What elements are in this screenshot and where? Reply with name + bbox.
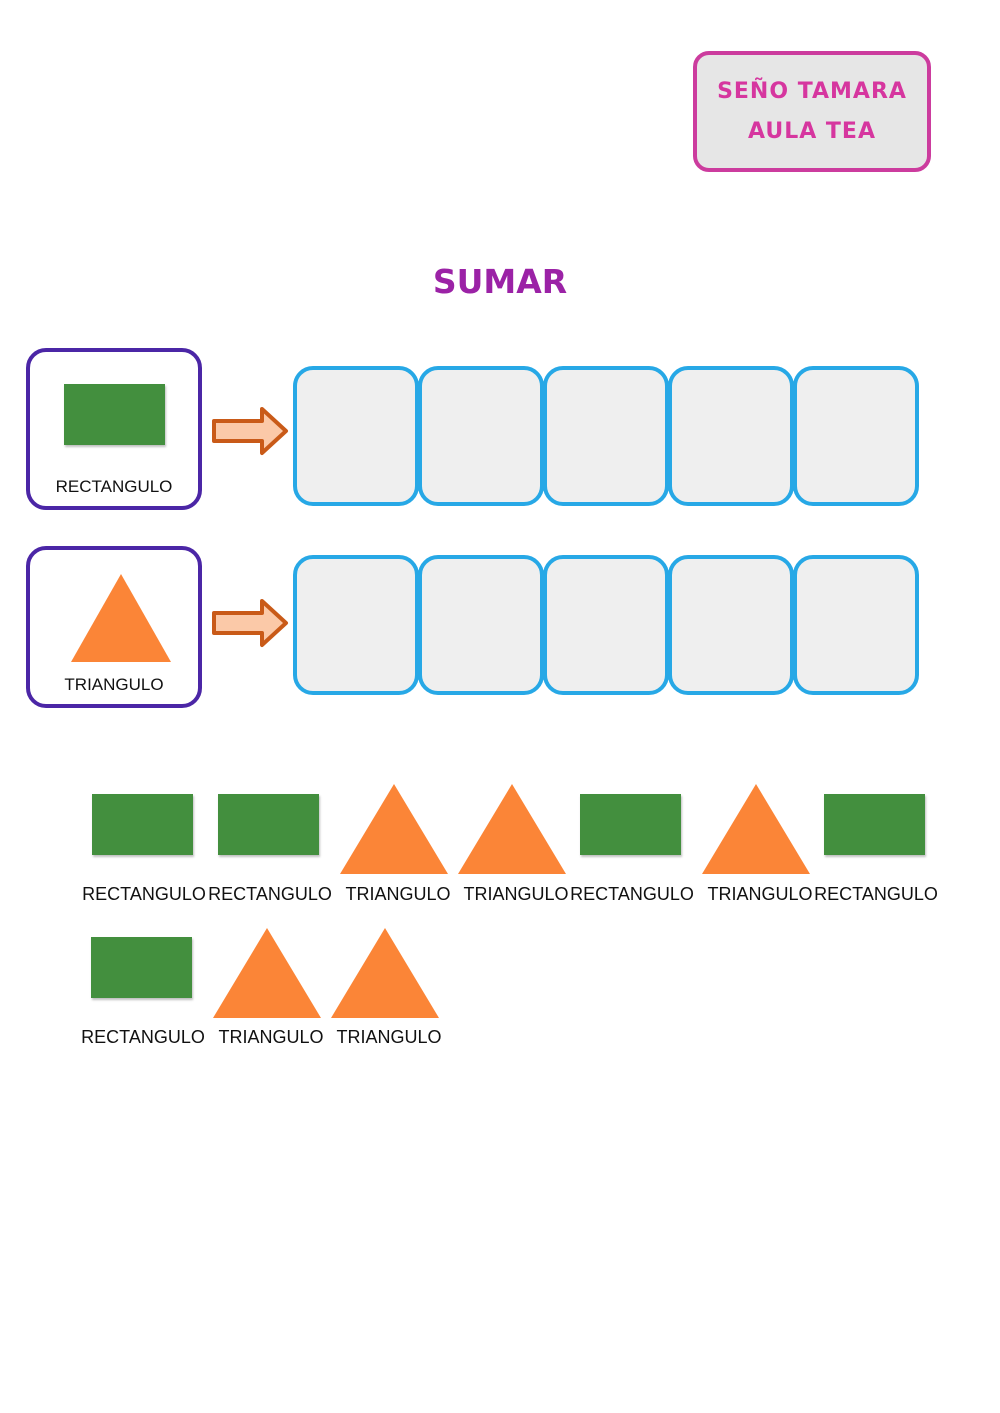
triangle-shape: [71, 574, 171, 662]
drop-slot[interactable]: [543, 366, 669, 506]
piece-label: TRIANGULO: [218, 1027, 324, 1047]
drop-slot[interactable]: [293, 366, 419, 506]
drop-slot[interactable]: [668, 366, 794, 506]
piece-label: RECTANGULO: [814, 884, 938, 904]
rectangle-shape: [580, 794, 681, 855]
arrow-right-icon: [212, 407, 288, 455]
drop-slot[interactable]: [418, 366, 544, 506]
piece-label: RECTANGULO: [82, 884, 206, 904]
rectangle-shape: [91, 937, 192, 998]
arrow-right-icon: [212, 599, 288, 647]
rectangle-shape: [218, 794, 319, 855]
target-card-triangle: TRIANGULO: [26, 546, 202, 708]
piece-label: RECTANGULO: [208, 884, 332, 904]
page-title: SUMAR: [432, 262, 568, 301]
rectangle-shape: [92, 794, 193, 855]
drop-slot[interactable]: [793, 555, 919, 695]
rectangle-shape: [824, 794, 925, 855]
triangle-shape: [458, 784, 566, 874]
target-label-triangle: TRIANGULO: [64, 675, 164, 694]
author-box: SEÑO TAMARA AULA TEA: [693, 51, 931, 172]
piece-label: RECTANGULO: [570, 884, 694, 904]
drop-slot[interactable]: [293, 555, 419, 695]
drop-slot[interactable]: [418, 555, 544, 695]
author-classroom: AULA TEA: [748, 118, 876, 144]
piece-label: TRIANGULO: [463, 884, 569, 904]
triangle-shape: [702, 784, 810, 874]
drop-zone-row-triangle: [293, 555, 919, 697]
drop-slot[interactable]: [793, 366, 919, 506]
triangle-shape: [331, 928, 439, 1018]
triangle-shape: [213, 928, 321, 1018]
piece-label: TRIANGULO: [336, 1027, 442, 1047]
piece-label: TRIANGULO: [707, 884, 813, 904]
drop-slot[interactable]: [543, 555, 669, 695]
piece-label: RECTANGULO: [81, 1027, 205, 1047]
target-card-rectangle: RECTANGULO: [26, 348, 202, 510]
author-name: SEÑO TAMARA: [717, 78, 907, 104]
rectangle-shape: [64, 384, 165, 445]
drop-zone-row-rectangle: [293, 366, 919, 508]
piece-label: TRIANGULO: [345, 884, 451, 904]
triangle-shape: [340, 784, 448, 874]
target-label-rectangle: RECTANGULO: [55, 477, 173, 496]
drop-slot[interactable]: [668, 555, 794, 695]
